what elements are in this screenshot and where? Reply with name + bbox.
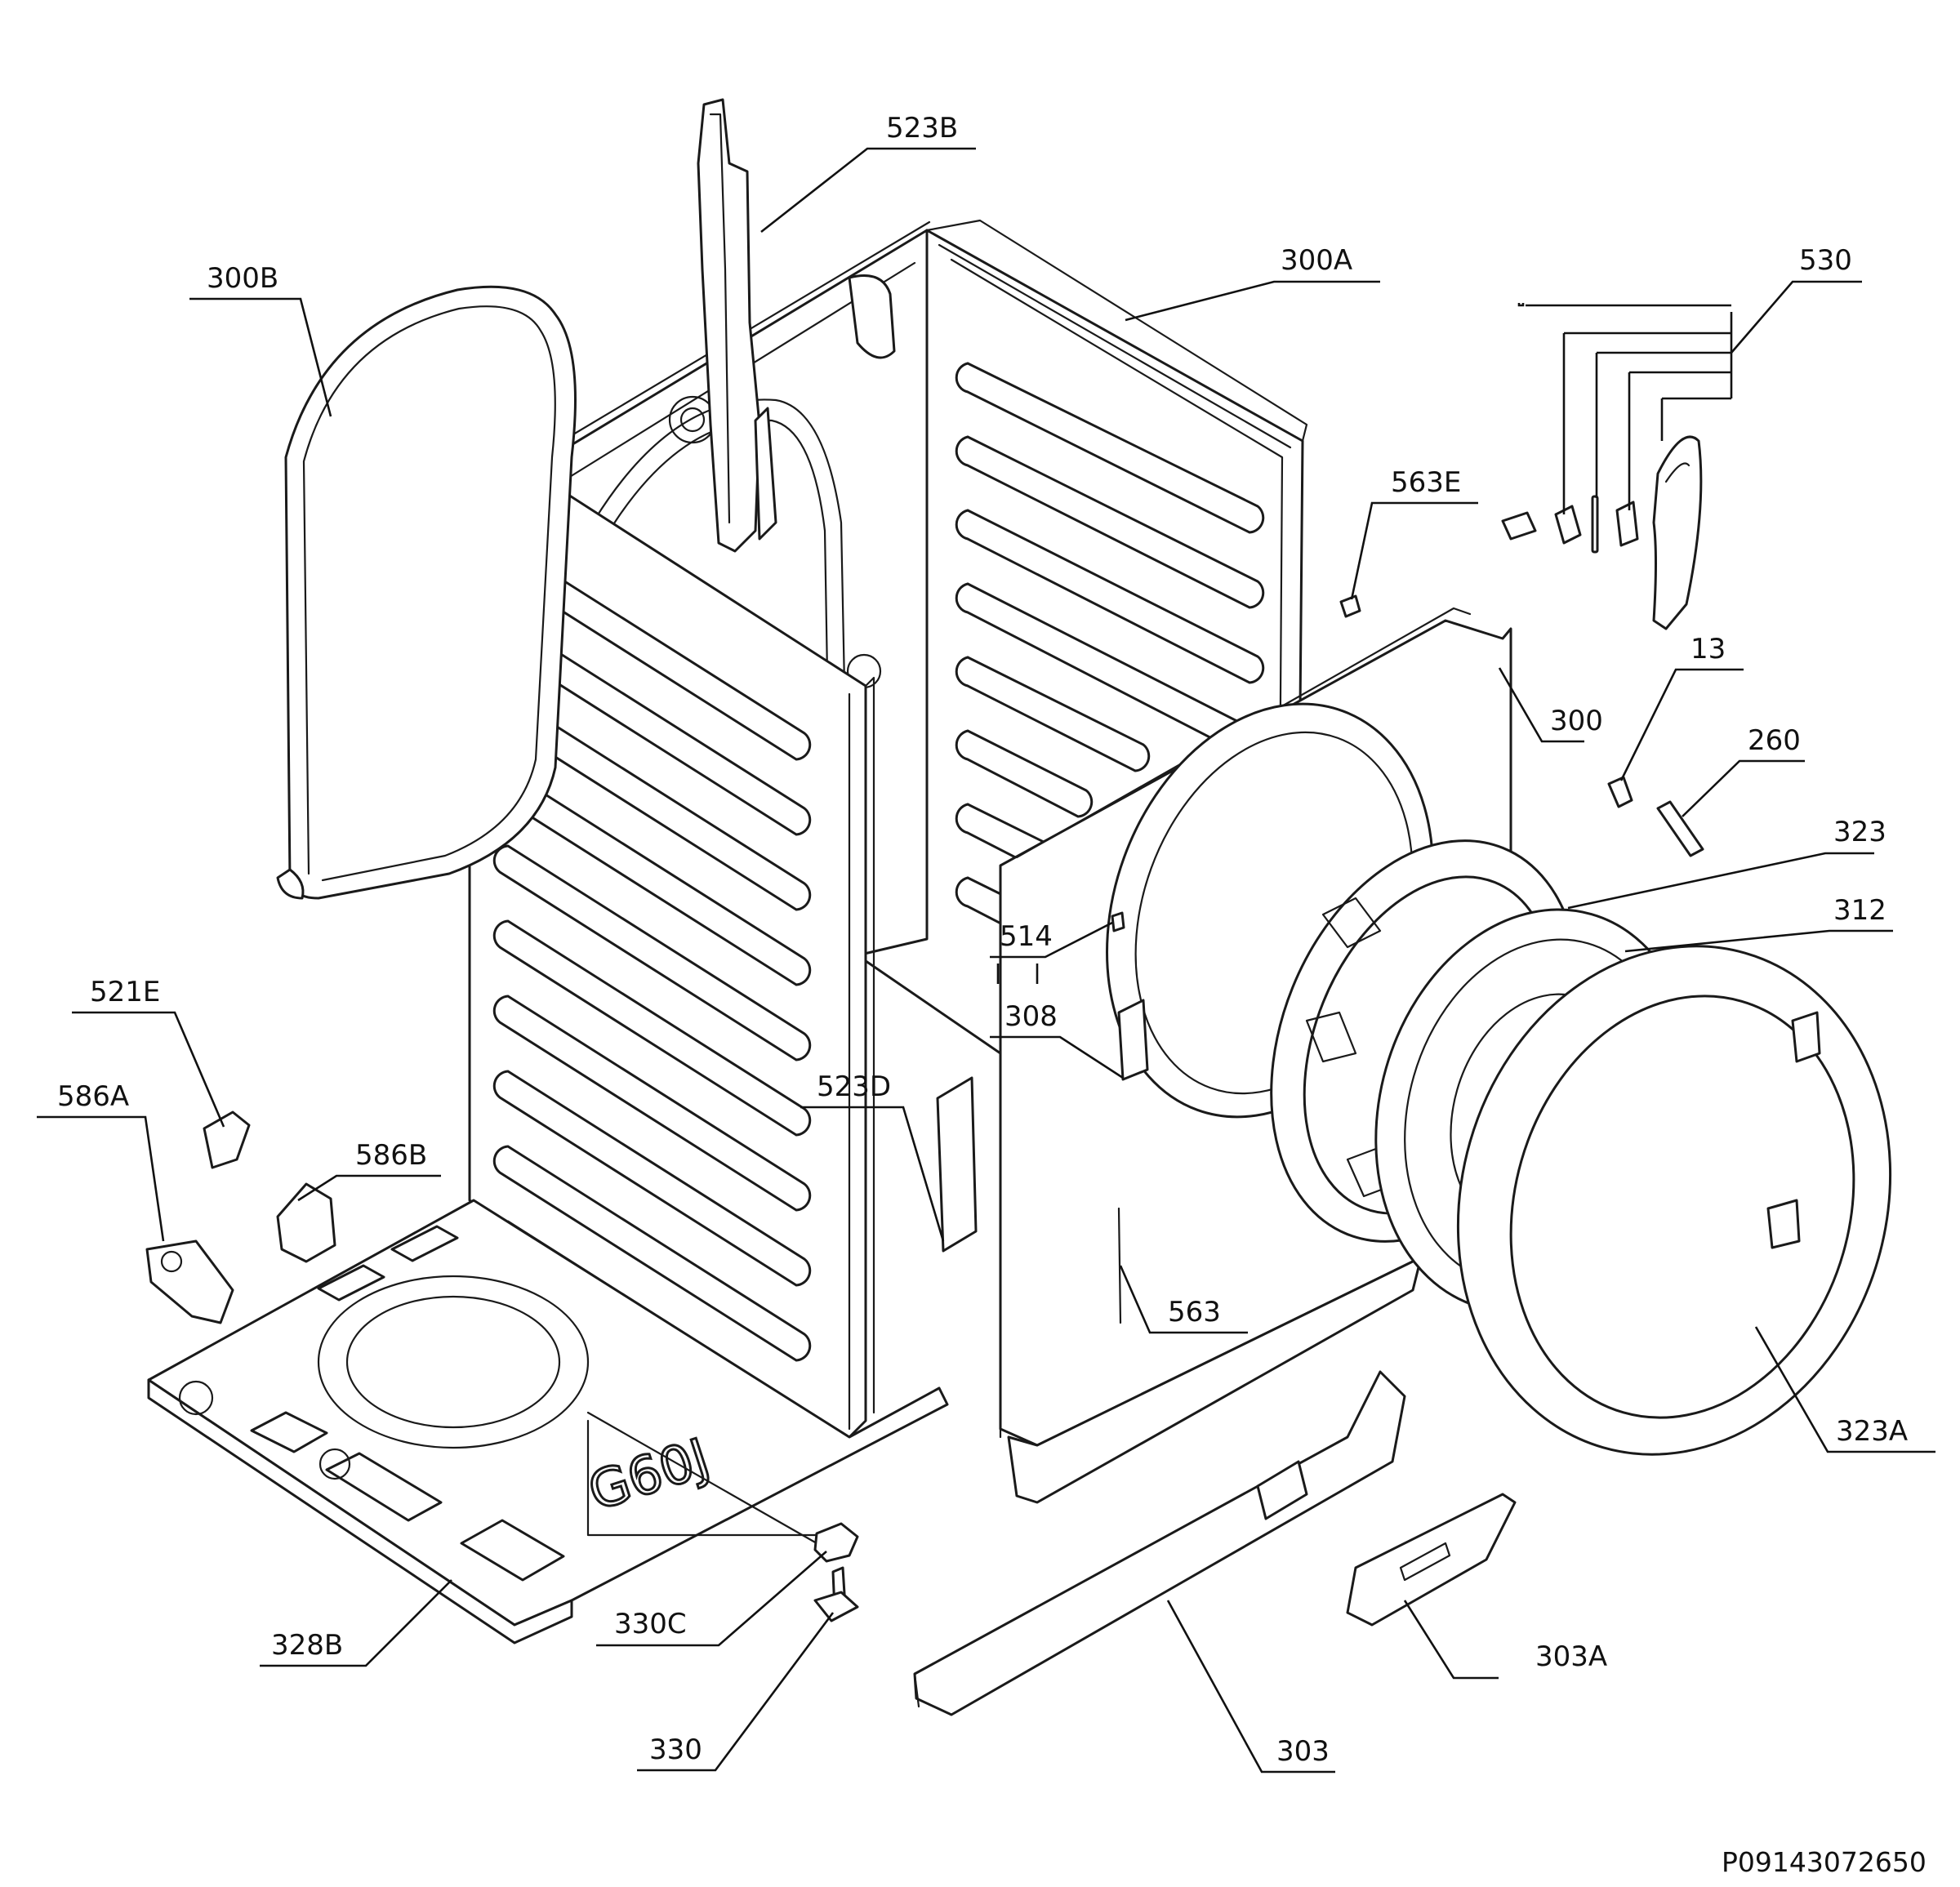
callout-260: 260 xyxy=(1748,724,1801,757)
right-panel-ribs xyxy=(955,362,1265,1032)
bolt-563e xyxy=(1339,594,1361,618)
pin-260 xyxy=(1656,800,1704,857)
callout-586b: 586B xyxy=(355,1139,427,1172)
callout-303: 303 xyxy=(1276,1735,1330,1768)
callout-labels: 523B 300A 300B 530 563E 13 300 260 323 3… xyxy=(57,112,1908,1768)
drawing-code: P09143072650 xyxy=(1722,1846,1927,1878)
callout-586a: 586A xyxy=(57,1080,129,1113)
callout-13: 13 xyxy=(1690,633,1726,665)
callout-323a: 323A xyxy=(1836,1415,1908,1448)
callout-521e: 521E xyxy=(90,976,160,1008)
wire-563 xyxy=(1117,1207,1122,1324)
filter-housing-586a xyxy=(145,1239,234,1324)
door-handle-530 xyxy=(1501,435,1703,630)
callout-330: 330 xyxy=(649,1733,702,1766)
adjustable-foot-330 xyxy=(813,1566,859,1622)
rear-support-bar-523b xyxy=(697,98,777,553)
callout-523d: 523D xyxy=(817,1070,891,1103)
sensor-521e xyxy=(203,1110,251,1169)
door-outer-ring-323a xyxy=(1456,945,1892,1456)
screw-514 xyxy=(1111,911,1125,932)
callout-330c: 330C xyxy=(614,1608,687,1640)
callout-308: 308 xyxy=(1004,1000,1058,1033)
callout-300b: 300B xyxy=(207,262,278,295)
callout-523b: 523B xyxy=(886,112,958,145)
base-tray-328b xyxy=(147,1199,949,1644)
callout-563: 563 xyxy=(1168,1296,1221,1328)
cover-flap-303a xyxy=(1346,1493,1517,1627)
callout-328b: 328B xyxy=(271,1629,343,1662)
clip-586b xyxy=(276,1182,336,1263)
callout-303a: 303A xyxy=(1535,1640,1607,1673)
spring-13 xyxy=(1607,776,1633,808)
leader-lines xyxy=(37,147,1936,1774)
left-panel-ribs xyxy=(492,544,812,1437)
callout-300a: 300A xyxy=(1281,244,1352,277)
callout-323: 323 xyxy=(1833,816,1886,848)
callout-300: 300 xyxy=(1550,705,1603,737)
kickplate-303 xyxy=(913,1370,1406,1716)
rear-seal-300b xyxy=(276,285,577,900)
callout-530: 530 xyxy=(1799,244,1852,277)
callout-514: 514 xyxy=(1000,920,1053,953)
callout-312: 312 xyxy=(1833,894,1886,927)
bracket-523d xyxy=(936,1076,978,1253)
callout-563e: 563E xyxy=(1391,466,1461,499)
